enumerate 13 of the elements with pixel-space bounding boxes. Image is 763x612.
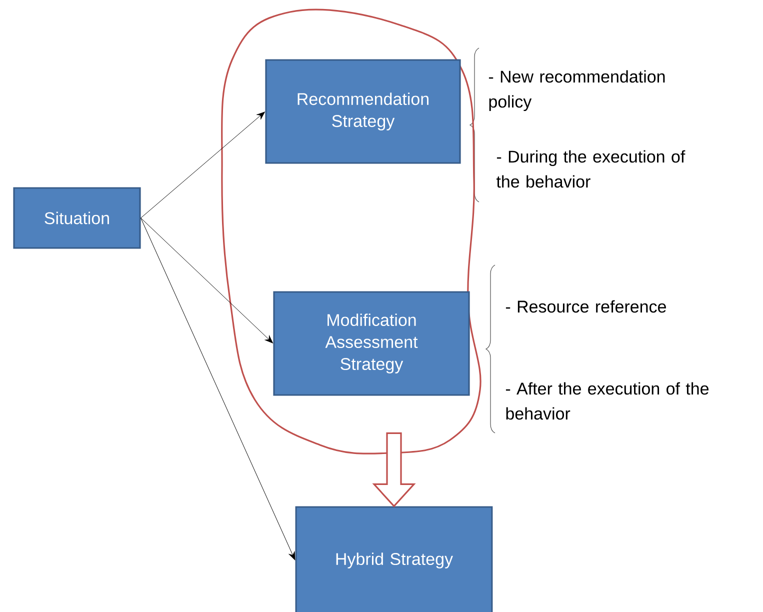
note-text: - During the execution of the behavior: [496, 150, 686, 188]
process-box: Recommendation Strategy: [265, 59, 461, 164]
loop-outline: [221, 8, 482, 454]
arrow: [140, 218, 296, 560]
note-text: - New recommendation policy: [488, 70, 665, 112]
process-box: Modification Assessment Strategy: [273, 291, 470, 396]
process-box: Situation: [13, 187, 141, 249]
process-box: Hybrid Strategy: [295, 506, 493, 612]
block-arrow: [372, 432, 416, 508]
note-text: - After the execution of the behavior: [506, 382, 709, 420]
arrow: [140, 218, 273, 344]
note-text: - Resource reference: [506, 300, 666, 313]
arrow: [140, 112, 265, 218]
